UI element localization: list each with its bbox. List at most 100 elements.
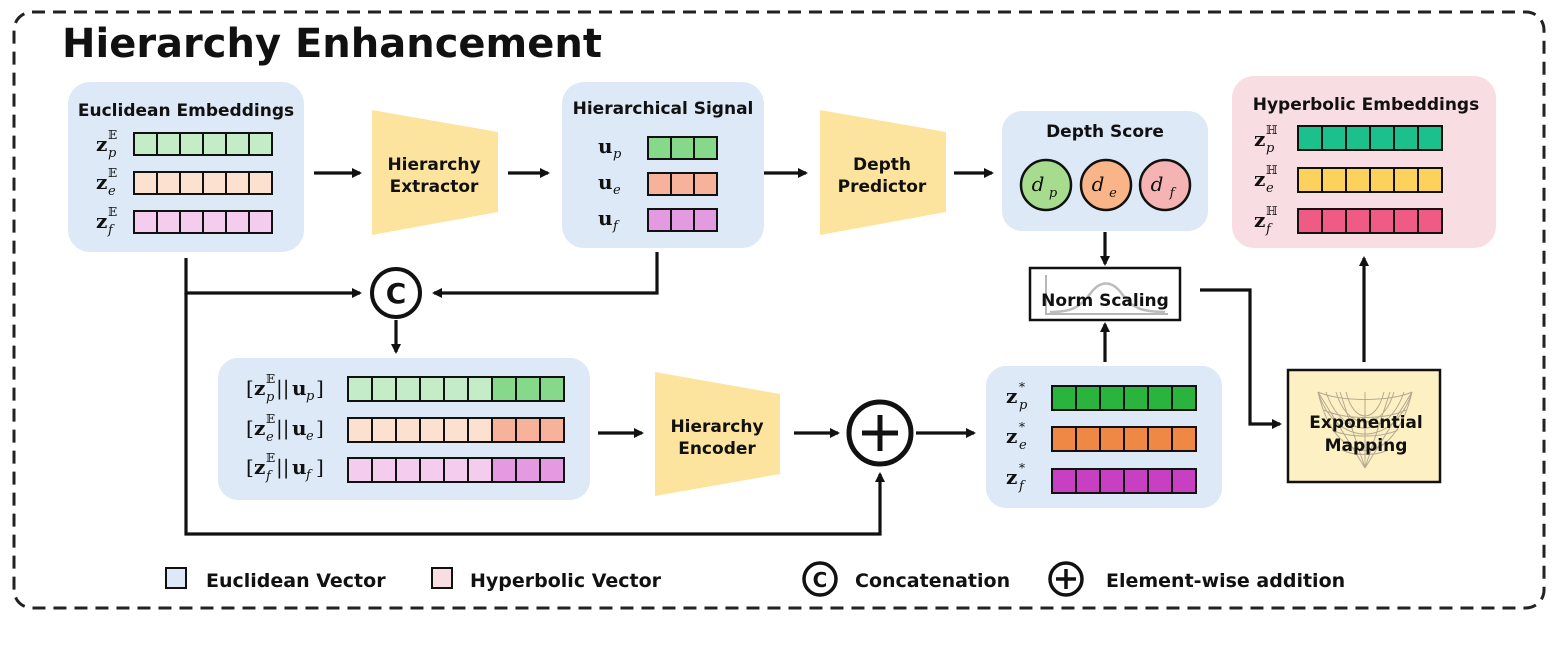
zh-f-label: z ℍ f	[1254, 204, 1277, 237]
hierarchy-extractor: Hierarchy Extractor	[372, 110, 498, 235]
vector-cell	[647, 172, 672, 196]
concat-row-e	[347, 417, 565, 443]
vector-cell	[467, 417, 493, 443]
svg-text:𝔼: 𝔼	[266, 372, 275, 386]
vector-cell	[539, 376, 565, 402]
vector-cell	[1051, 385, 1077, 411]
hyper-row-p	[1297, 125, 1443, 151]
svg-text:*: *	[1019, 420, 1025, 434]
svg-text:Exponential: Exponential	[1309, 413, 1422, 433]
depth-d-f: d f	[1138, 158, 1192, 212]
vector-cell	[156, 171, 181, 195]
svg-text:z: z	[254, 416, 265, 440]
svg-text:ℍ: ℍ	[1266, 163, 1277, 177]
svg-text:z: z	[96, 132, 107, 156]
svg-text:p: p	[1266, 141, 1275, 156]
vector-cell	[491, 457, 517, 483]
vector-cell	[670, 208, 695, 232]
svg-text:u: u	[292, 376, 307, 400]
vector-cell	[395, 417, 421, 443]
svg-text:e: e	[266, 430, 274, 445]
vector-cell	[515, 417, 541, 443]
vector-cell	[443, 376, 469, 402]
vector-cell	[371, 457, 397, 483]
svg-text:𝔼: 𝔼	[108, 166, 117, 180]
vector-cell	[1051, 468, 1077, 494]
depth-score-panel: Depth Score d p d e d f	[1002, 111, 1208, 231]
svg-text:u: u	[292, 416, 307, 440]
svg-text:e: e	[1019, 438, 1027, 453]
vector-cell	[179, 210, 204, 234]
vector-cell	[515, 457, 541, 483]
vector-cell	[1147, 426, 1173, 452]
vector-cell	[1297, 208, 1323, 234]
hierarchy-encoder: Hierarchy Encoder	[655, 372, 780, 496]
z-p-label: z 𝔼 p	[96, 128, 117, 161]
svg-text:z: z	[254, 455, 265, 479]
svg-text:p: p	[108, 146, 117, 161]
concat-row-p	[347, 376, 565, 402]
hyperbolic-embeddings-title: Hyperbolic Embeddings	[1253, 95, 1479, 115]
starred-row-p	[1051, 385, 1197, 411]
vector-cell	[202, 210, 227, 234]
starred-vector-cells	[1051, 385, 1197, 494]
svg-text:𝔼: 𝔼	[108, 205, 117, 219]
vector-cell	[419, 457, 445, 483]
vector-cell	[491, 417, 517, 443]
concat-row-f-label: [ z 𝔼 f || u f ]	[246, 451, 324, 484]
svg-text:||: ||	[276, 455, 289, 480]
vector-cell	[539, 417, 565, 443]
vector-cell	[202, 132, 227, 156]
add-node	[846, 399, 914, 467]
depth-score-title: Depth Score	[1046, 122, 1164, 142]
legend-hyperbolic: Hyperbolic Vector	[431, 567, 662, 592]
svg-text:z: z	[1254, 208, 1265, 232]
vector-cell	[202, 171, 227, 195]
u-p-label: u p	[598, 134, 622, 162]
hyperbolic-vector-cells	[1297, 125, 1443, 234]
zh-e-label: z ℍ e	[1254, 163, 1277, 196]
svg-text:p: p	[613, 147, 622, 162]
svg-text:𝔼: 𝔼	[266, 412, 275, 426]
vector-cell	[1123, 385, 1149, 411]
svg-text:f: f	[265, 469, 273, 484]
vector-cell	[539, 457, 565, 483]
vector-cell	[491, 376, 517, 402]
vector-cell	[1369, 208, 1395, 234]
vector-cell	[133, 171, 158, 195]
vector-cell	[371, 417, 397, 443]
svg-text:[: [	[246, 416, 254, 440]
legend-euclidean: Euclidean Vector	[165, 567, 386, 592]
svg-text:Concatenation: Concatenation	[855, 570, 1010, 592]
hyperboloid-mesh-icon	[1317, 391, 1413, 469]
vector-cell	[395, 457, 421, 483]
svg-text:f: f	[305, 468, 313, 483]
connectors	[184, 168, 1369, 536]
svg-text:Hyperbolic Vector: Hyperbolic Vector	[470, 570, 662, 592]
svg-text:e: e	[1266, 181, 1274, 196]
svg-text:𝔼: 𝔼	[266, 451, 275, 465]
vector-cell	[693, 136, 718, 160]
svg-text:Depth: Depth	[853, 155, 911, 175]
vector-cell	[156, 132, 181, 156]
svg-text:z: z	[1254, 167, 1265, 191]
vector-cell	[1345, 125, 1371, 151]
svg-text:e: e	[613, 183, 621, 198]
svg-text:*: *	[1019, 461, 1025, 475]
legend-add: Element-wise addition	[1048, 561, 1345, 597]
vector-cell	[1171, 468, 1197, 494]
vector-cell	[179, 171, 204, 195]
vector-cell	[1051, 426, 1077, 452]
vector-cell	[467, 376, 493, 402]
svg-text:C: C	[813, 568, 828, 592]
euclid-row-e	[133, 171, 273, 195]
signal-row-p	[647, 136, 718, 160]
hierarchical-signal-panel: Hierarchical Signal u p u e u f	[562, 82, 764, 248]
vector-cell	[1345, 208, 1371, 234]
vector-cell	[419, 376, 445, 402]
svg-text:u: u	[598, 134, 613, 158]
concat-vector-cells	[347, 376, 565, 483]
svg-text:p: p	[306, 389, 315, 404]
vector-cell	[1393, 208, 1419, 234]
svg-text:]: ]	[316, 376, 324, 400]
